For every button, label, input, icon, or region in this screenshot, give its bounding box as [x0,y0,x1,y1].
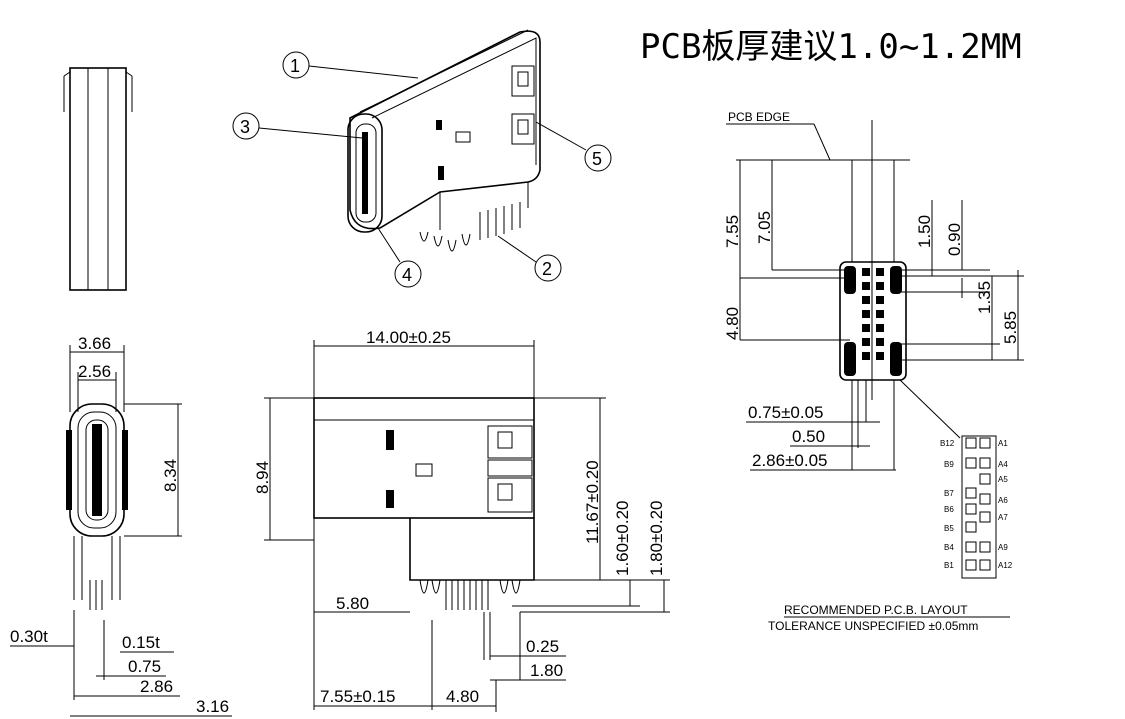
svg-text:5: 5 [592,149,602,169]
svg-text:1: 1 [290,56,300,76]
dim-8-94: 8.94 [253,461,272,494]
layout-caption: RECOMMENDED P.C.B. LAYOUT [784,603,968,617]
svg-text:A1: A1 [998,439,1008,448]
isometric-view [347,29,541,252]
dim-5-80: 5.80 [336,594,369,613]
dim-1-80: 1.80±0.20 [647,500,666,576]
pin-labels-left: B12 B9 B7 B6 B5 B4 B1 [940,439,955,570]
svg-text:A12: A12 [998,561,1013,570]
svg-text:3: 3 [240,117,250,137]
dim-1-60: 1.60±0.20 [613,500,632,576]
svg-text:B6: B6 [944,505,954,514]
pin-pads [965,437,991,571]
pcb-layout: PCB EDGE 7.55 7.05 4.80 1.50 0.90 1.35 5… [723,110,1024,633]
dim-14-00: 14.00±0.25 [366,328,451,347]
dim-0-30t: 0.30t [10,627,48,646]
dim-5-85: 5.85 [1001,311,1020,344]
callout-4: 4 [377,227,422,288]
dim-1-50: 1.50 [915,215,934,248]
dim-3-66: 3.66 [78,334,111,353]
dim-0-15t: 0.15t [122,633,160,652]
dim-3-16: 3.16 [196,697,229,716]
svg-text:B7: B7 [944,489,954,498]
pin-labels-right: A1 A4 A5 A6 A7 A9 A12 [998,439,1013,570]
svg-text:A6: A6 [998,496,1008,505]
dim-2-56: 2.56 [78,362,111,381]
svg-text:B5: B5 [944,524,954,533]
side-view: 3.66 2.56 8.34 0.30t 0.15t 0.75 2.86 3.1… [10,334,232,717]
svg-text:A9: A9 [998,543,1008,552]
callout-2: 2 [497,235,562,282]
dim-0-50-pcb: 0.50 [792,427,825,446]
svg-text:B9: B9 [944,460,954,469]
dim-7-05: 7.05 [755,211,774,244]
dim-11-67: 11.67±0.20 [583,460,602,544]
svg-text:A5: A5 [998,475,1008,484]
dim-7-55-pcb: 7.55 [723,215,742,248]
dim-0-75-pcb: 0.75±0.05 [748,403,824,422]
dim-0-75: 0.75 [128,657,161,676]
svg-text:2: 2 [542,259,552,279]
callout-3: 3 [232,112,363,140]
pcb-thickness-title: PCB板厚建议1.0~1.2MM [640,27,1022,67]
tolerance-caption: TOLERANCE UNSPECIFIED ±0.05mm [768,619,978,633]
dim-1-35: 1.35 [975,281,994,314]
dim-4-80-pcb: 4.80 [723,307,742,340]
svg-text:B12: B12 [940,439,955,448]
dim-8-34: 8.34 [161,459,180,492]
callout-5: 5 [535,121,612,172]
dim-7-55: 7.55±0.15 [320,687,396,706]
dim-2-86-pcb: 2.86±0.05 [752,451,828,470]
svg-text:4: 4 [402,265,412,285]
dim-2-86: 2.86 [140,677,173,696]
front-view: 14.00±0.25 8.94 11.67±0.20 1.60±0.20 1.8… [253,328,670,712]
top-side-view [63,67,133,291]
dim-1-80-bottom: 1.80 [530,661,563,680]
svg-text:A4: A4 [998,460,1008,469]
svg-text:B1: B1 [944,561,954,570]
svg-text:A7: A7 [998,513,1008,522]
dim-4-80: 4.80 [446,687,479,706]
callout-1: 1 [282,51,419,79]
dim-0-90: 0.90 [945,223,964,256]
dim-0-25: 0.25 [526,637,559,656]
svg-text:B4: B4 [944,543,954,552]
pcb-edge-label: PCB EDGE [728,110,790,124]
